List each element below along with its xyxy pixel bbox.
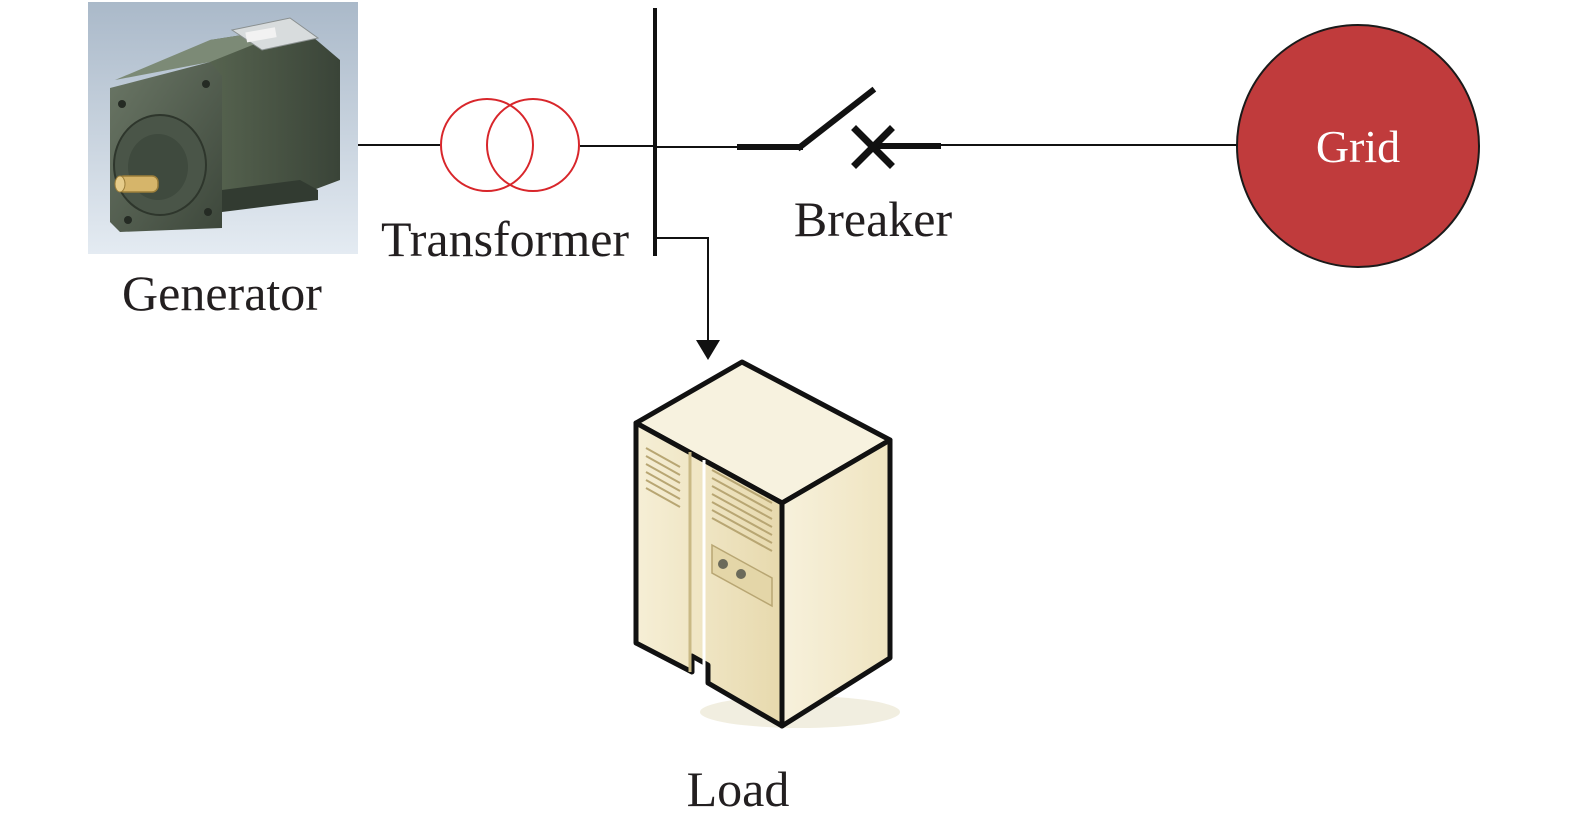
transformer-symbol-icon: [440, 98, 580, 192]
breaker-label: Breaker: [794, 191, 953, 247]
server-cabinet-icon: [633, 359, 900, 729]
grid-circle-icon: [1236, 24, 1480, 268]
grid-label: Grid: [1316, 121, 1400, 172]
connection-lines: [358, 144, 1238, 343]
load-label: Load: [687, 761, 790, 817]
load-arrow-icon: [696, 340, 720, 360]
transformer-label: Transformer: [381, 211, 629, 267]
generator-motor-icon: [88, 2, 358, 254]
breaker-switch-icon: [737, 86, 941, 169]
generator-label: Generator: [122, 265, 322, 321]
